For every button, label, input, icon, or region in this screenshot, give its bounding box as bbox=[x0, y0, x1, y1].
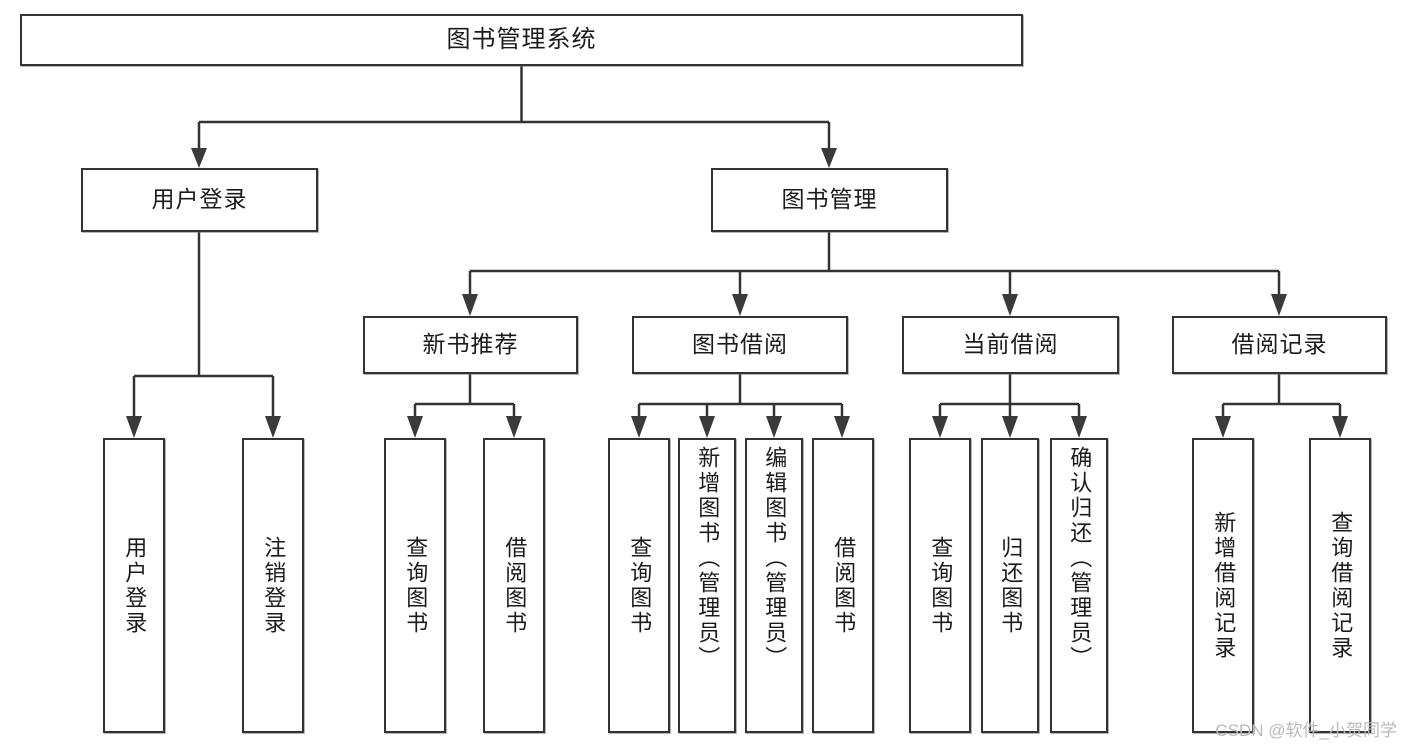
node-label: 图书管理 bbox=[781, 186, 878, 213]
leaf-book-borrow-edit-book-admin[interactable]: 编辑图书（管理员） bbox=[745, 438, 803, 733]
leaf-label: 归还图书 bbox=[998, 535, 1024, 636]
node-book-borrow[interactable]: 图书借阅 bbox=[632, 316, 848, 374]
arrow-c3 bbox=[1071, 416, 1087, 438]
leaf-book-borrow-add-book-admin[interactable]: 新增图书（管理员） bbox=[678, 438, 736, 733]
node-label: 用户登录 bbox=[151, 186, 248, 213]
arrow-b2 bbox=[699, 416, 715, 438]
leaf-label: 查询图书 bbox=[627, 535, 653, 636]
node-new-book-recommend[interactable]: 新书推荐 bbox=[363, 316, 578, 374]
leaf-user-login-login[interactable]: 用户登录 bbox=[103, 438, 165, 733]
leaf-current-borrow-return-book[interactable]: 归还图书 bbox=[981, 438, 1039, 733]
node-borrow-record[interactable]: 借阅记录 bbox=[1172, 316, 1387, 374]
leaf-label: 查询借阅记录 bbox=[1328, 510, 1354, 661]
node-book-management[interactable]: 图书管理 bbox=[711, 168, 948, 232]
leaf-label: 新增借阅记录 bbox=[1211, 510, 1237, 661]
leaf-borrow-record-add-record[interactable]: 新增借阅记录 bbox=[1192, 438, 1254, 733]
arrow-b3 bbox=[766, 416, 782, 438]
leaf-label: 查询图书 bbox=[928, 535, 954, 636]
node-label: 图书管理系统 bbox=[446, 25, 597, 53]
arrow-b4 bbox=[834, 416, 850, 438]
arrow-c1 bbox=[932, 416, 948, 438]
leaf-new-book-borrow-book[interactable]: 借阅图书 bbox=[483, 438, 545, 733]
node-label: 图书借阅 bbox=[692, 331, 788, 358]
arrow-leaf-u2 bbox=[265, 416, 281, 438]
node-user-login[interactable]: 用户登录 bbox=[81, 168, 318, 232]
node-root-book-management-system[interactable]: 图书管理系统 bbox=[20, 14, 1023, 66]
csdn-watermark: CSDN @软件_小贺同学 bbox=[1215, 721, 1397, 740]
node-label: 新书推荐 bbox=[422, 331, 519, 358]
arrow-c2 bbox=[1002, 416, 1018, 438]
node-current-borrow[interactable]: 当前借阅 bbox=[902, 316, 1119, 374]
leaf-label: 编辑图书（管理员） bbox=[762, 446, 788, 671]
arrow-r2 bbox=[1332, 416, 1348, 438]
leaf-label: 新增图书（管理员） bbox=[695, 446, 721, 671]
leaf-borrow-record-query-record[interactable]: 查询借阅记录 bbox=[1309, 438, 1371, 733]
arrow-l3-1 bbox=[462, 294, 478, 316]
leaf-label: 注销登录 bbox=[261, 535, 287, 636]
arrow-book-manage bbox=[821, 148, 837, 168]
arrow-r1 bbox=[1215, 416, 1231, 438]
arrow-l3-4 bbox=[1271, 294, 1287, 316]
leaf-current-borrow-query-book[interactable]: 查询图书 bbox=[909, 438, 971, 733]
leaf-user-login-logout[interactable]: 注销登录 bbox=[242, 438, 304, 733]
leaf-book-borrow-query-book[interactable]: 查询图书 bbox=[608, 438, 670, 733]
arrow-user-login bbox=[191, 148, 207, 168]
node-label: 借阅记录 bbox=[1231, 331, 1328, 358]
leaf-label: 查询图书 bbox=[403, 535, 429, 636]
leaf-label: 确认归还（管理员） bbox=[1067, 446, 1093, 671]
leaf-current-borrow-confirm-return-admin[interactable]: 确认归还（管理员） bbox=[1050, 438, 1108, 733]
arrow-b1 bbox=[631, 416, 647, 438]
leaf-label: 用户登录 bbox=[122, 535, 148, 636]
node-label: 当前借阅 bbox=[962, 331, 1059, 358]
arrow-l3-2 bbox=[732, 294, 748, 316]
arrow-n2 bbox=[506, 416, 522, 438]
leaf-book-borrow-borrow-book[interactable]: 借阅图书 bbox=[812, 438, 874, 733]
leaf-label: 借阅图书 bbox=[502, 535, 528, 636]
arrow-l3-3 bbox=[1002, 294, 1018, 316]
leaf-label: 借阅图书 bbox=[831, 535, 857, 636]
arrow-leaf-u1 bbox=[126, 416, 142, 438]
arrow-n1 bbox=[407, 416, 423, 438]
leaf-new-book-query-book[interactable]: 查询图书 bbox=[384, 438, 446, 733]
